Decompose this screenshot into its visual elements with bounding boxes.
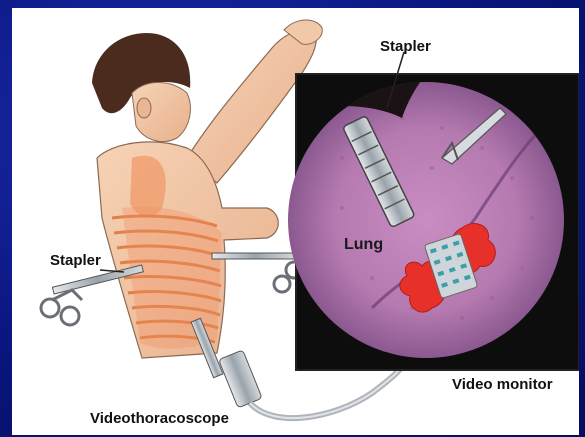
label-stapler-left: Stapler: [50, 252, 101, 269]
label-stapler-top: Stapler: [380, 38, 431, 55]
ear: [137, 98, 151, 118]
label-videothoracoscope: Videothoracoscope: [90, 410, 229, 427]
surgery-illustration: [12, 8, 579, 435]
label-video-monitor: Video monitor: [452, 376, 553, 393]
monitor-view: [288, 82, 564, 358]
illustration-panel: Stapler Stapler Lung Video monitor Video…: [12, 8, 579, 435]
label-lung: Lung: [344, 236, 383, 254]
